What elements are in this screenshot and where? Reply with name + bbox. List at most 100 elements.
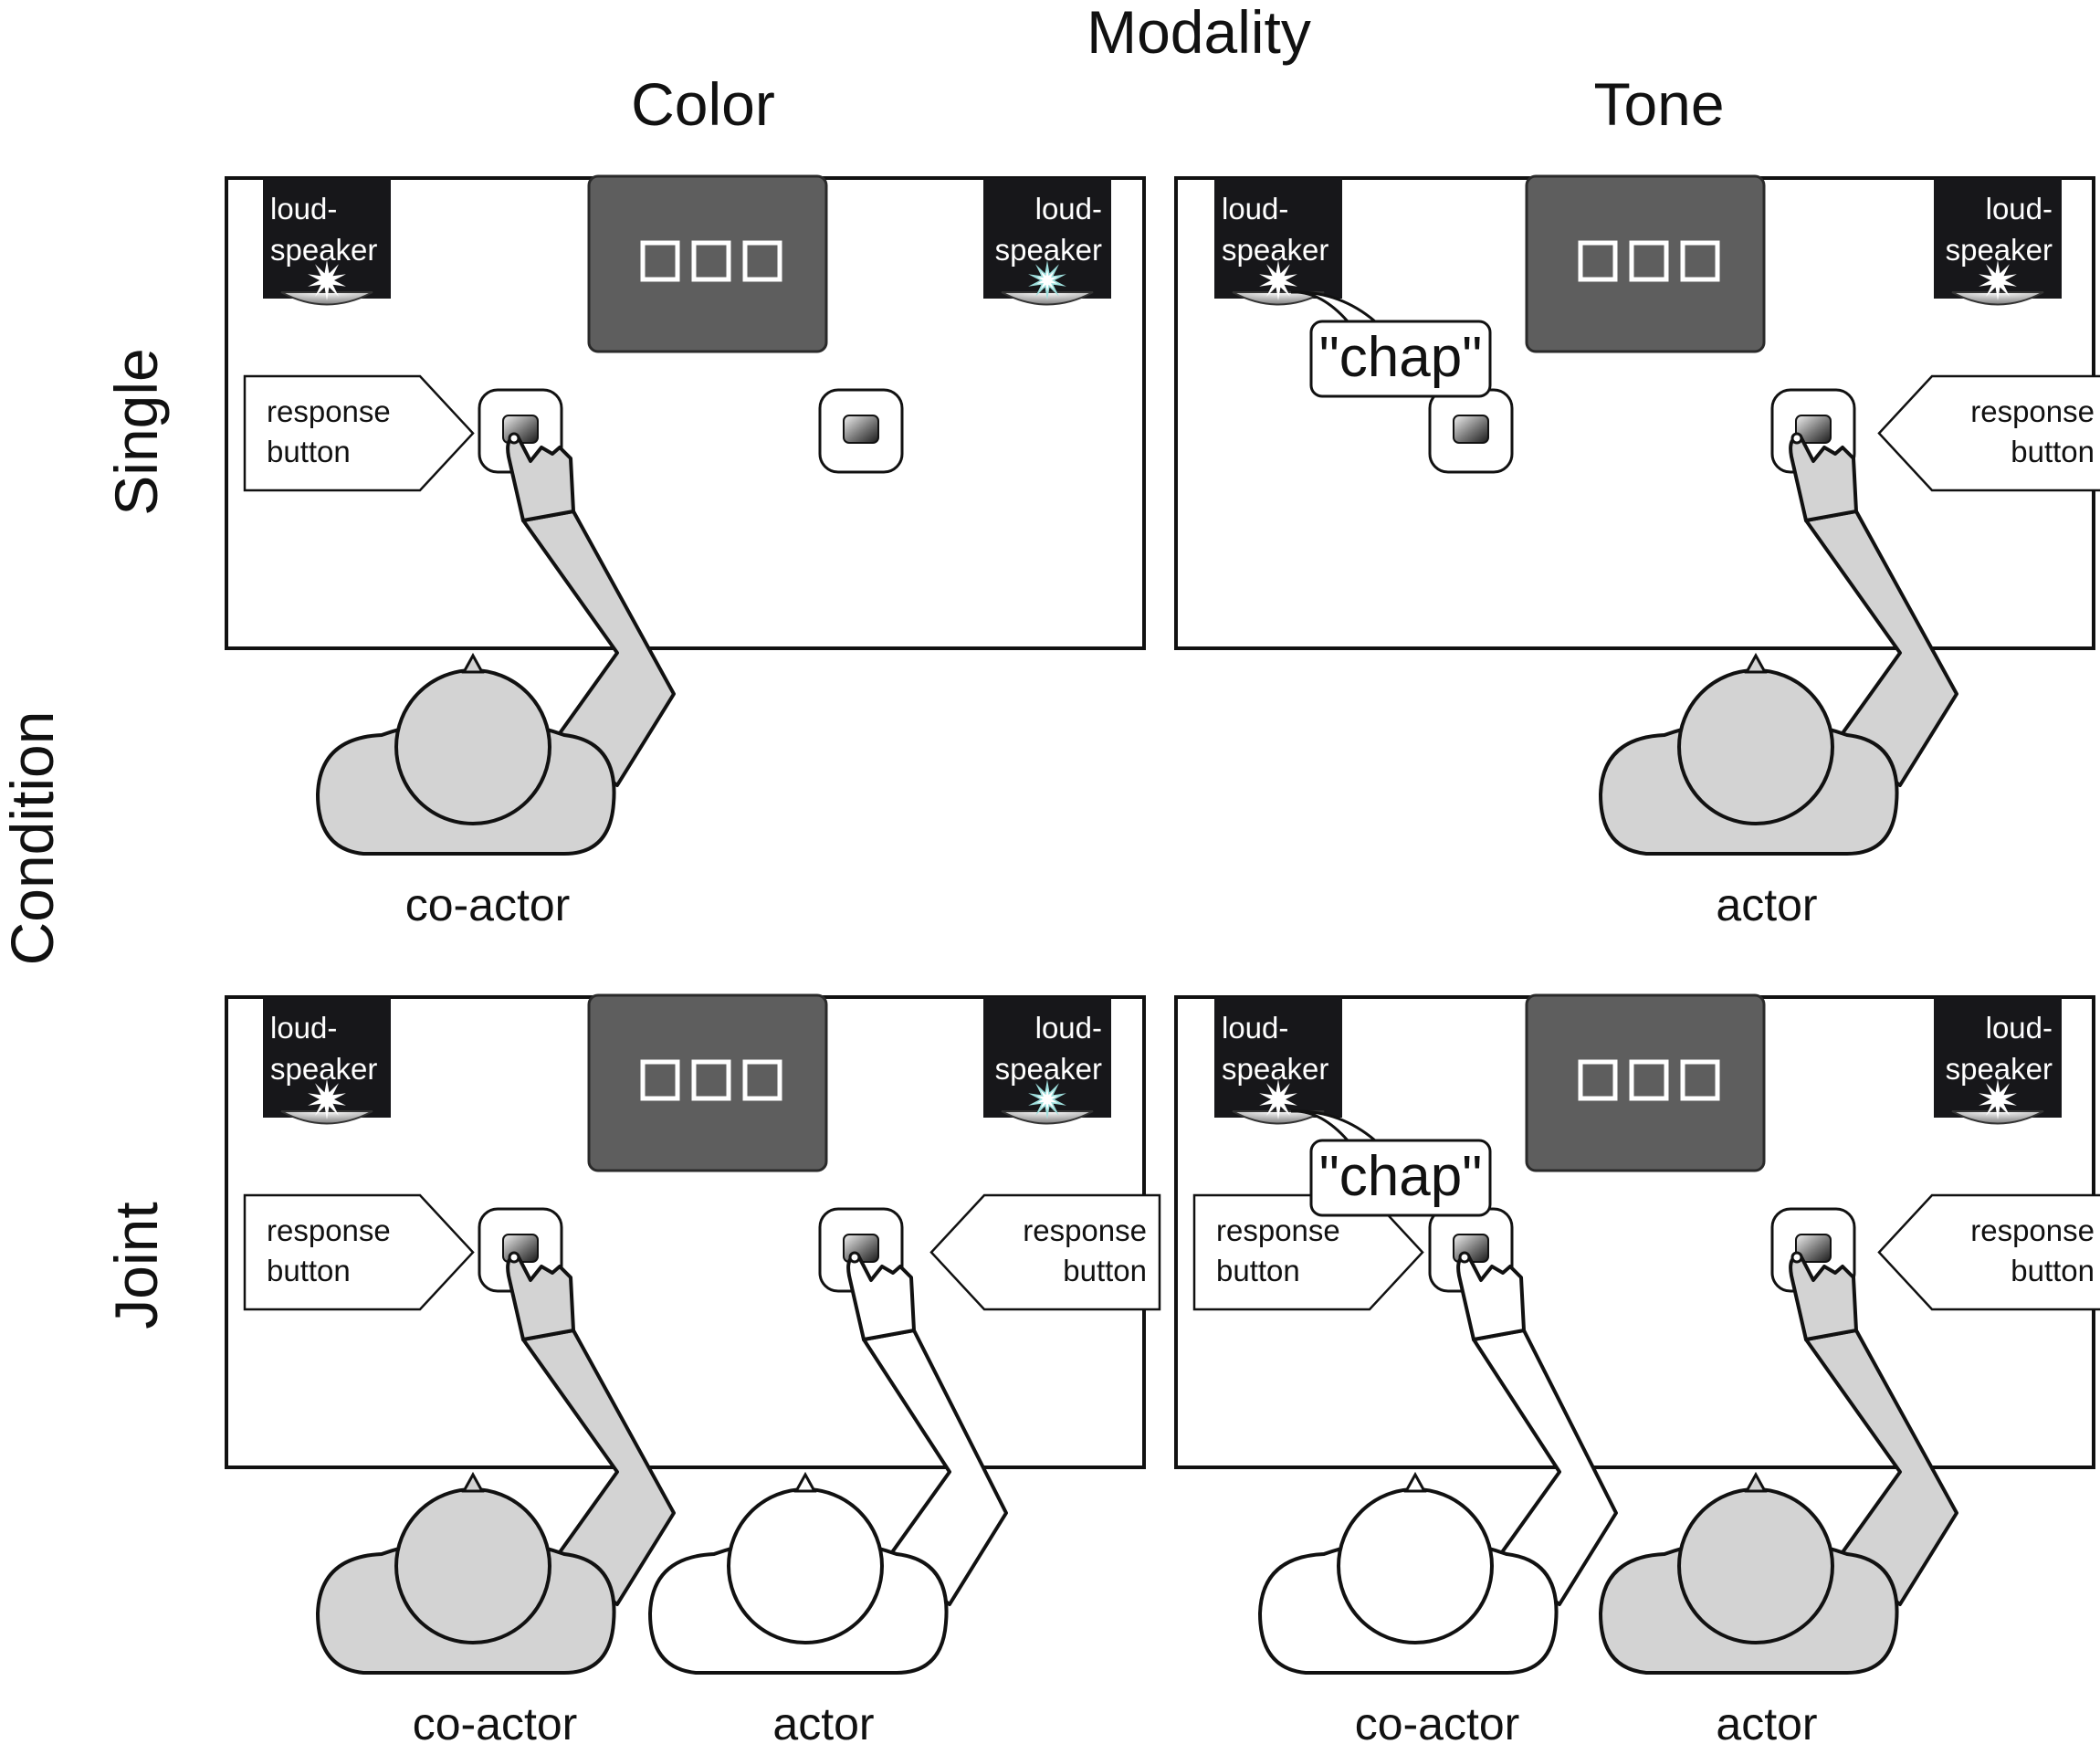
person-label-co-actor: co-actor	[1355, 1698, 1520, 1744]
response-button-key	[843, 415, 879, 444]
loudspeaker: loud-speaker	[983, 178, 1111, 306]
participant	[1598, 1251, 1958, 1675]
speech-bubble-body	[1309, 1139, 1492, 1217]
participant	[647, 1251, 1008, 1675]
condition-heading: Condition	[0, 711, 66, 966]
loudspeaker-label: speaker	[1222, 233, 1328, 267]
stimulus-square	[1680, 1059, 1720, 1101]
monitor-screen	[587, 174, 828, 353]
nose	[1744, 652, 1768, 674]
fingertip	[508, 1251, 520, 1264]
person-label-actor: actor	[772, 1698, 874, 1744]
loudspeaker: loud-speaker	[1934, 178, 2062, 306]
loudspeaker-label: loud-	[1986, 1011, 2053, 1045]
loudspeaker-label: speaker	[995, 233, 1102, 267]
panels-layer: loud-speakerloud-speakerresponsebuttonlo…	[225, 174, 2100, 1675]
response-label-text: response	[1023, 1213, 1147, 1247]
speech-bubble-text: "chap"	[1319, 1145, 1482, 1208]
fingertip	[1790, 432, 1803, 445]
row-heading-joint: Joint	[102, 1202, 170, 1329]
response-button	[818, 388, 904, 474]
fingertip	[848, 1251, 861, 1264]
stimulus-square	[1578, 240, 1618, 282]
speech-bubble-body	[1309, 320, 1492, 398]
response-button-key	[1795, 415, 1832, 444]
person-label-co-actor: co-actor	[405, 879, 571, 930]
response-button-label: response button	[1877, 374, 2100, 492]
sound-burst-icon	[1036, 1088, 1058, 1110]
sound-burst-icon	[1987, 1088, 2009, 1110]
head	[1337, 1487, 1494, 1644]
stimulus-square	[742, 1059, 782, 1101]
loudspeaker: loud-speaker	[983, 997, 1111, 1125]
stimulus-square	[691, 1059, 731, 1101]
sound-burst-icon	[316, 269, 338, 291]
sound-burst-icon	[1036, 269, 1058, 291]
monitor	[1525, 993, 1766, 1172]
participant	[1598, 432, 1958, 856]
participant	[315, 432, 676, 856]
response-label-arrow	[1877, 1193, 2100, 1311]
loudspeaker-label: loud-	[1035, 192, 1102, 226]
modality-heading: Modality	[1087, 0, 1311, 66]
person-label-actor: actor	[1716, 1698, 1817, 1744]
loudspeaker-label: loud-	[1222, 1011, 1288, 1045]
nose	[461, 652, 485, 674]
monitor	[1525, 174, 1766, 353]
monitor-screen	[1525, 993, 1766, 1172]
response-label-text: button	[1063, 1254, 1147, 1287]
nose	[1403, 1471, 1427, 1493]
sound-burst-icon	[1267, 269, 1289, 291]
monitor-screen	[1525, 174, 1766, 353]
condition-panel: loud-speakerloud-speakerresponsebuttonre…	[225, 993, 1161, 1675]
stimulus-square	[742, 240, 782, 282]
column-heading-color: Color	[631, 70, 775, 138]
response-label-arrow	[929, 1193, 1161, 1311]
nose	[793, 1471, 817, 1493]
response-label-text: button	[267, 435, 351, 468]
monitor	[587, 174, 828, 353]
loudspeaker-label: loud-	[270, 1011, 337, 1045]
response-button-key	[1453, 415, 1489, 444]
head	[727, 1487, 884, 1644]
response-label-text: response	[1216, 1213, 1340, 1247]
stimulus-square	[640, 240, 680, 282]
speech-bubble: "chap"	[1290, 1109, 1492, 1217]
monitor-screen	[587, 993, 828, 1172]
speech-bubble: "chap"	[1290, 290, 1492, 398]
loudspeaker-label: speaker	[270, 1052, 377, 1086]
nose	[1744, 1471, 1768, 1493]
row-heading-single: Single	[102, 348, 170, 515]
response-label-text: response	[1970, 394, 2095, 428]
fingertip	[1790, 1251, 1803, 1264]
loudspeaker-label: speaker	[995, 1052, 1102, 1086]
loudspeaker-label: loud-	[1222, 192, 1288, 226]
participant	[315, 1251, 676, 1675]
stimulus-square	[1578, 1059, 1618, 1101]
person-label-actor: actor	[1716, 879, 1817, 930]
loudspeaker: loud-speaker	[1214, 178, 1342, 306]
response-button-key	[1795, 1234, 1832, 1263]
loudspeaker: loud-speaker	[263, 997, 391, 1125]
response-button-label: response button	[1192, 1193, 1424, 1311]
stimulus-square	[1680, 240, 1720, 282]
loudspeaker: loud-speaker	[1934, 997, 2062, 1125]
response-label-text: button	[2011, 435, 2095, 468]
condition-panel: loud-speakerloud-speakerresponsebuttonre…	[1174, 993, 2100, 1675]
head	[394, 668, 551, 825]
response-label-arrow	[1877, 374, 2100, 492]
loudspeaker-label: speaker	[1222, 1052, 1328, 1086]
response-label-text: button	[1216, 1254, 1300, 1287]
nose	[461, 1471, 485, 1493]
column-heading-tone: Tone	[1593, 70, 1724, 138]
speech-bubble-text: "chap"	[1319, 326, 1482, 389]
sound-burst-icon	[1267, 1088, 1289, 1110]
response-button-label: response button	[929, 1193, 1161, 1311]
monitor	[587, 993, 828, 1172]
loudspeaker-label: speaker	[1946, 233, 2053, 267]
participant	[1257, 1251, 1618, 1675]
